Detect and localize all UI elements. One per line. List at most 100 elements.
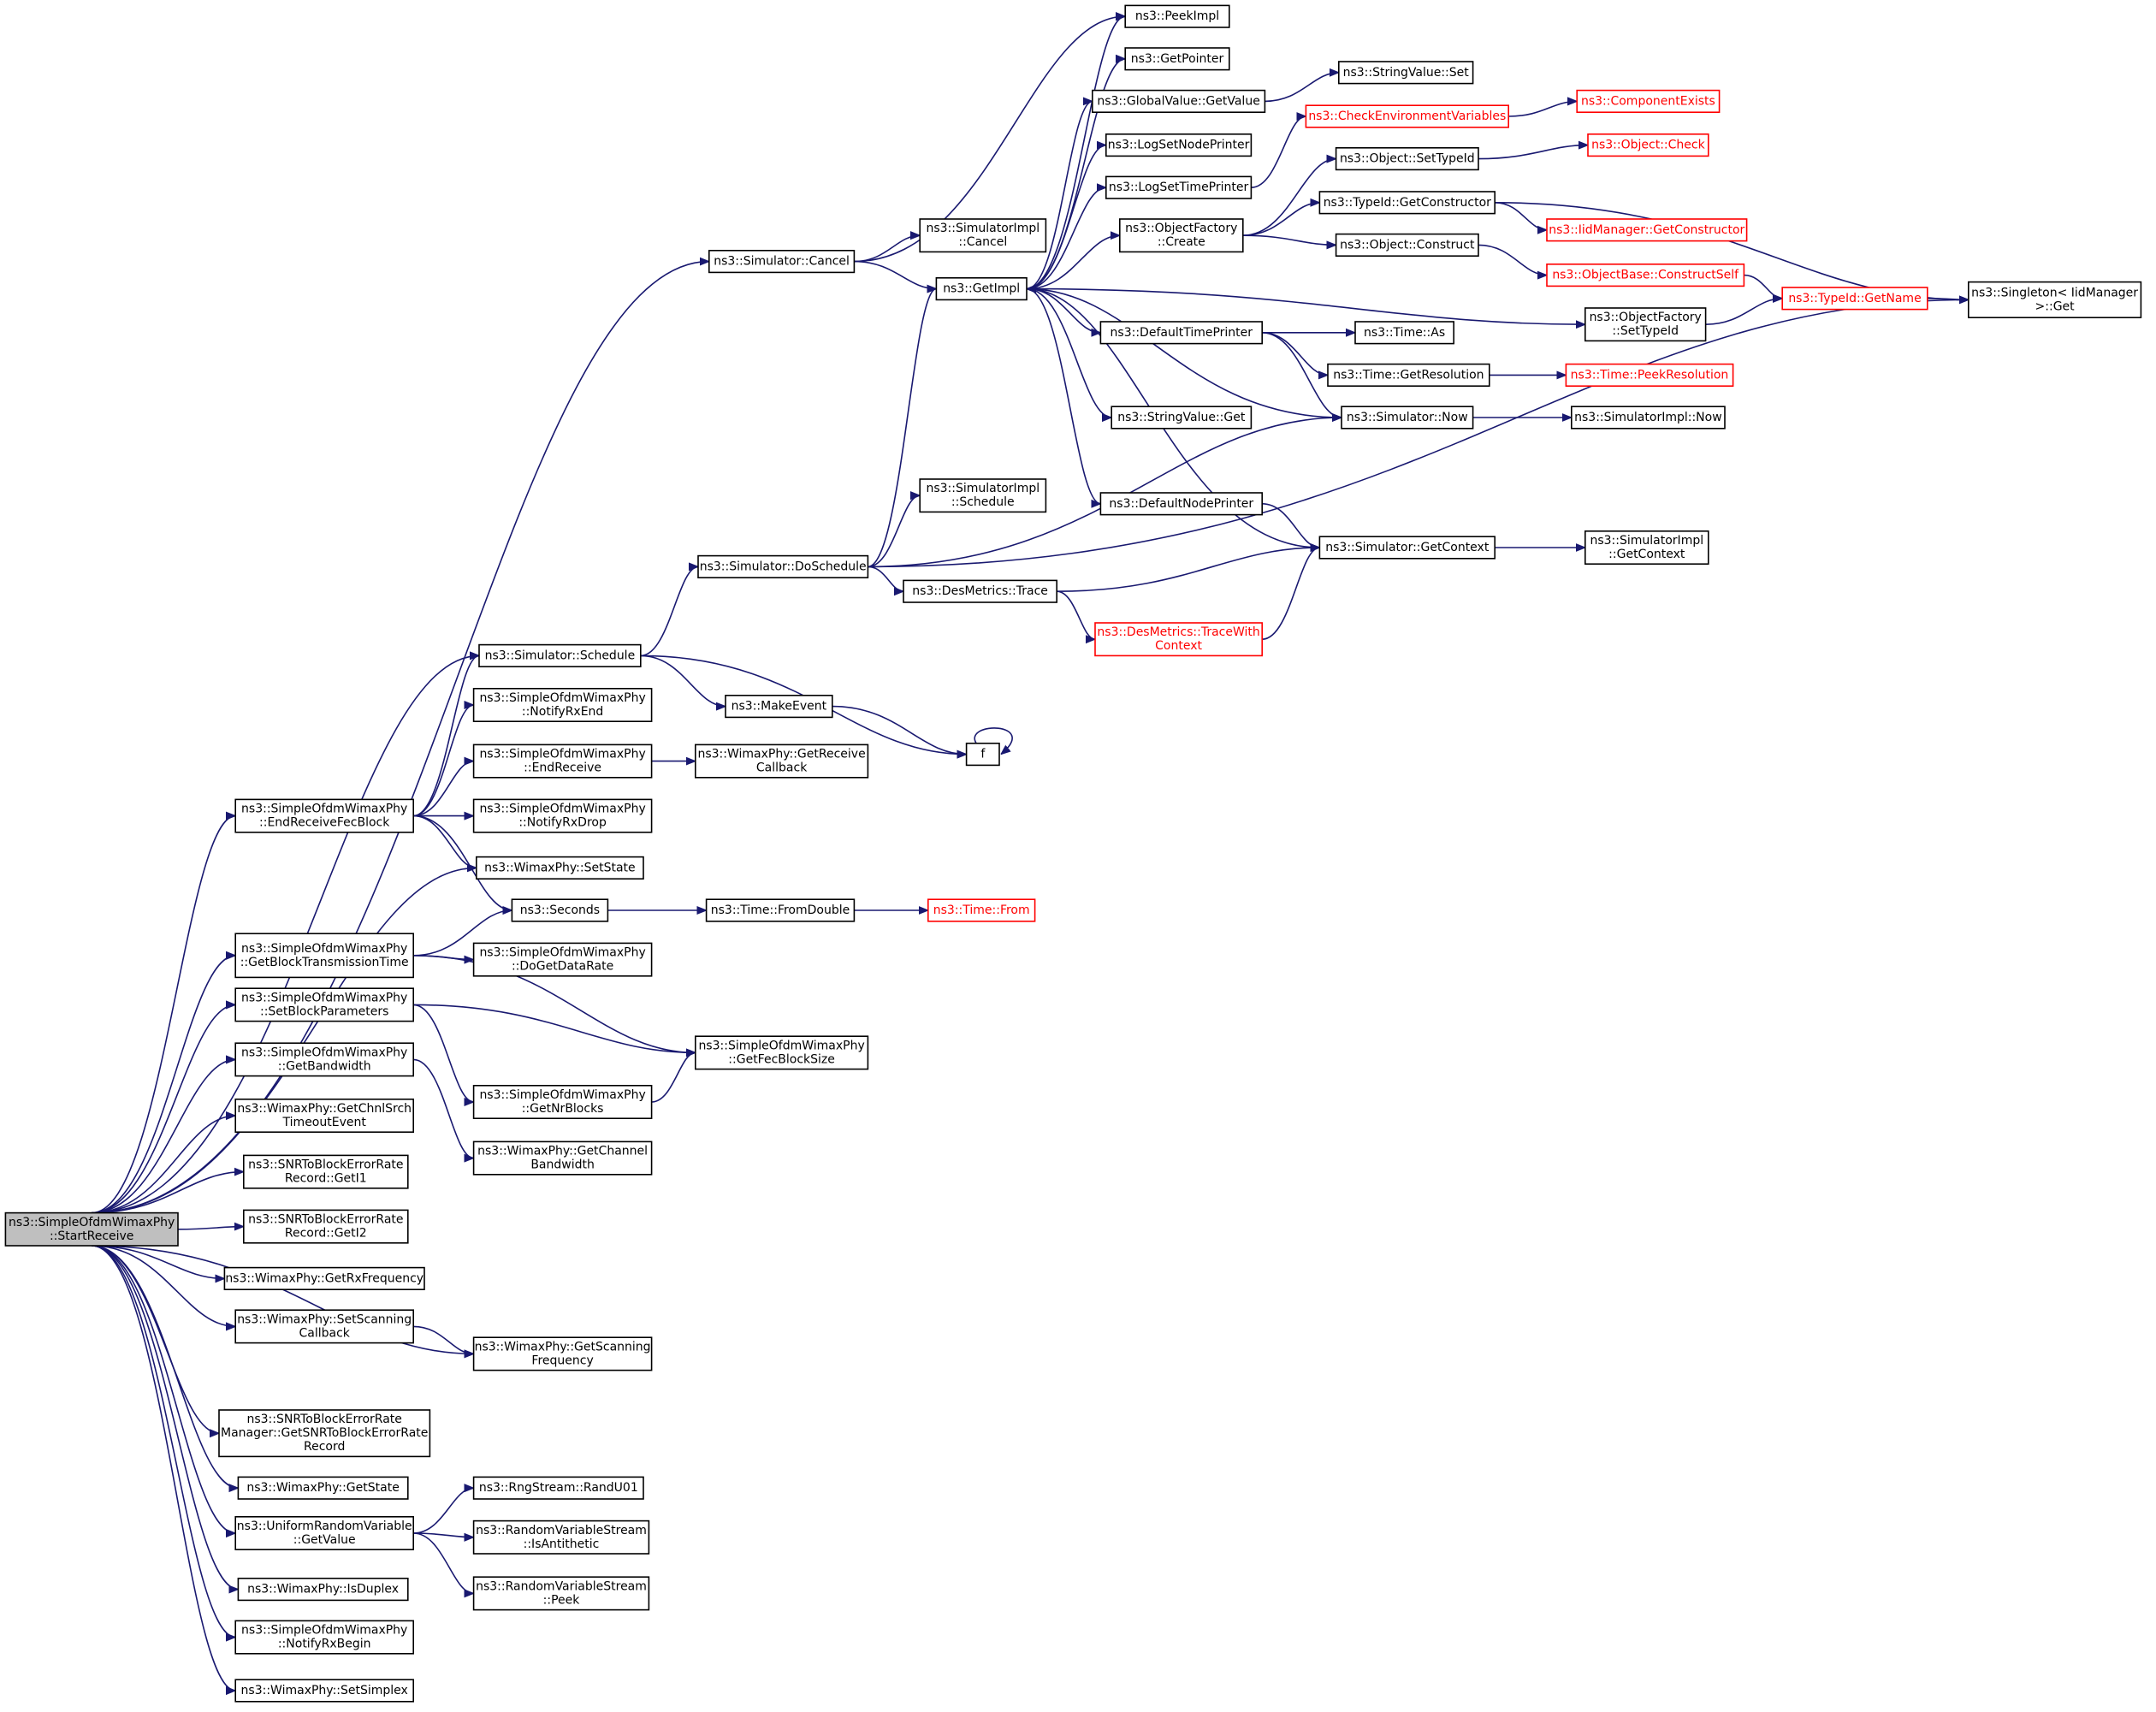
node-urvgetvalue[interactable]: ns3::UniformRandomVariable::GetValue xyxy=(234,1516,415,1551)
node-makeevent[interactable]: ns3::MakeEvent xyxy=(725,694,833,719)
node-dogetdatarate[interactable]: ns3::SimpleOfdmWimaxPhy::DoGetDataRate xyxy=(472,942,653,977)
node-rvspeek[interactable]: ns3::RandomVariableStream::Peek xyxy=(472,1576,650,1611)
node-simimplnow[interactable]: ns3::SimulatorImpl::Now xyxy=(1571,406,1726,429)
node-ofsettypeid[interactable]: ns3::ObjectFactory::SetTypeId xyxy=(1584,307,1707,342)
node-desmetricstrace[interactable]: ns3::DesMetrics::Trace xyxy=(903,579,1057,603)
node-f[interactable]: f xyxy=(965,742,1000,767)
edge-start-to-getchnlsrch xyxy=(92,1116,235,1214)
node-svget[interactable]: ns3::StringValue::Get xyxy=(1111,406,1253,429)
node-setstate[interactable]: ns3::WimaxPhy::SetState xyxy=(475,856,644,880)
node-randu01[interactable]: ns3::RngStream::RandU01 xyxy=(472,1476,644,1500)
node-timefrom[interactable]: ns3::Time::From xyxy=(927,898,1036,922)
node-iidgetctor[interactable]: ns3::IidManager::GetConstructor xyxy=(1546,218,1748,242)
node-label: ::SetTypeId xyxy=(1612,324,1679,338)
node-cancel[interactable]: ns3::Simulator::Cancel xyxy=(708,249,856,274)
node-schedule[interactable]: ns3::Simulator::Schedule xyxy=(478,643,642,667)
node-getrxfreq[interactable]: ns3::WimaxPhy::GetRxFrequency xyxy=(223,1266,425,1290)
node-timefromdouble[interactable]: ns3::Time::FromDouble xyxy=(705,898,856,922)
node-simimplschedule[interactable]: ns3::SimulatorImpl::Schedule xyxy=(919,478,1047,513)
node-label: ns3::SimpleOfdmWimaxPhy xyxy=(241,942,407,956)
node-objsettypeid[interactable]: ns3::Object::SetTypeId xyxy=(1335,147,1479,171)
node-seconds[interactable]: ns3::Seconds xyxy=(511,898,609,922)
node-setblockparams[interactable]: ns3::SimpleOfdmWimaxPhy::SetBlockParamet… xyxy=(234,987,415,1022)
node-objcheck[interactable]: ns3::Object::Check xyxy=(1587,133,1709,157)
node-endfec[interactable]: ns3::SimpleOfdmWimaxPhy::EndReceiveFecBl… xyxy=(234,798,415,833)
node-box xyxy=(234,1620,415,1655)
node-getbandwidth[interactable]: ns3::SimpleOfdmWimaxPhy::GetBandwidth xyxy=(234,1042,415,1077)
node-compexists[interactable]: ns3::ComponentExists xyxy=(1576,89,1721,113)
node-getstate[interactable]: ns3::WimaxPhy::GetState xyxy=(237,1476,409,1500)
node-ofcreate[interactable]: ns3::ObjectFactory::Create xyxy=(1119,218,1244,253)
node-box xyxy=(965,742,1000,767)
node-box xyxy=(1335,147,1479,171)
node-timepeekres[interactable]: ns3::Time::PeekResolution xyxy=(1565,363,1734,388)
node-timeas[interactable]: ns3::Time::As xyxy=(1354,321,1454,345)
edge-start-to-setblockparams xyxy=(92,1004,235,1214)
edge-desmetricstrace-to-simgetcontext xyxy=(1057,548,1319,592)
node-objconstruct[interactable]: ns3::Object::Construct xyxy=(1335,233,1479,258)
node-isantithetic[interactable]: ns3::RandomVariableStream::IsAntithetic xyxy=(472,1519,650,1555)
node-setsimplex[interactable]: ns3::WimaxPhy::SetSimplex xyxy=(234,1679,415,1703)
node-peekimpl[interactable]: ns3::PeekImpl xyxy=(1124,4,1230,28)
node-start[interactable]: ns3::SimpleOfdmWimaxPhy::StartReceive xyxy=(4,1211,179,1247)
node-doschedule[interactable]: ns3::Simulator::DoSchedule xyxy=(697,554,869,578)
node-notifyrxbegin[interactable]: ns3::SimpleOfdmWimaxPhy::NotifyRxBegin xyxy=(234,1620,415,1655)
node-getfecblocksize[interactable]: ns3::SimpleOfdmWimaxPhy::GetFecBlockSize xyxy=(694,1035,869,1070)
node-label: TimeoutEvent xyxy=(282,1116,367,1129)
node-simimplcancel[interactable]: ns3::SimulatorImpl::Cancel xyxy=(919,218,1047,253)
node-getblocktt[interactable]: ns3::SimpleOfdmWimaxPhy::GetBlockTransmi… xyxy=(234,933,415,979)
node-deftimeprinter[interactable]: ns3::DefaultTimePrinter xyxy=(1099,321,1264,345)
node-label: ns3::PeekImpl xyxy=(1135,9,1219,23)
node-gvgetvalue[interactable]: ns3::GlobalValue::GetValue xyxy=(1092,89,1266,113)
node-box xyxy=(472,1476,644,1500)
node-label: ns3::DesMetrics::Trace xyxy=(912,584,1048,598)
edge-objsettypeid-to-objcheck xyxy=(1478,145,1588,160)
node-isduplex[interactable]: ns3::WimaxPhy::IsDuplex xyxy=(237,1578,409,1602)
node-logsettime[interactable]: ns3::LogSetTimePrinter xyxy=(1105,175,1253,199)
node-tidgetctor[interactable]: ns3::TypeId::GetConstructor xyxy=(1318,191,1496,215)
node-logsetnode[interactable]: ns3::LogSetNodePrinter xyxy=(1105,133,1253,157)
node-singleton[interactable]: ns3::Singleton< IidManager>::Get xyxy=(1968,281,2142,319)
node-label: ::EndReceive xyxy=(524,761,601,775)
node-checkenv[interactable]: ns3::CheckEnvironmentVariables xyxy=(1305,104,1510,128)
node-getnrblocks[interactable]: ns3::SimpleOfdmWimaxPhy::GetNrBlocks xyxy=(472,1085,653,1120)
node-label: ns3::Object::SetTypeId xyxy=(1340,152,1475,166)
edge-getimpl-to-logsetnode xyxy=(1026,145,1106,290)
node-getsnrrecord[interactable]: ns3::SNRToBlockErrorRateManager::GetSNRT… xyxy=(218,1409,431,1458)
node-label: ns3::Time::From xyxy=(933,903,1030,917)
node-timegetres[interactable]: ns3::Time::GetResolution xyxy=(1327,363,1490,388)
node-endreceive[interactable]: ns3::SimpleOfdmWimaxPhy::EndReceive xyxy=(472,743,653,779)
node-label: ns3::DefaultNodePrinter xyxy=(1109,497,1253,511)
node-simimplgetcontext[interactable]: ns3::SimulatorImpl::GetContext xyxy=(1584,530,1709,565)
edge-logsettime-to-checkenv xyxy=(1251,116,1306,188)
node-label: ns3::TypeId::GetConstructor xyxy=(1324,196,1491,210)
node-box xyxy=(1781,287,1928,311)
node-box xyxy=(1327,363,1490,388)
node-label: ns3::SimpleOfdmWimaxPhy xyxy=(241,991,407,1004)
node-defnodeprinter[interactable]: ns3::DefaultNodePrinter xyxy=(1099,492,1264,516)
node-label: ns3::Time::GetResolution xyxy=(1333,368,1484,382)
node-svset[interactable]: ns3::StringValue::Set xyxy=(1338,61,1474,85)
node-notifyrxdrop[interactable]: ns3::SimpleOfdmWimaxPhy::NotifyRxDrop xyxy=(472,798,653,833)
node-getimpl[interactable]: ns3::GetImpl xyxy=(935,276,1028,301)
node-box xyxy=(1341,406,1474,429)
node-box xyxy=(237,1578,409,1602)
edge-start-to-isduplex xyxy=(92,1245,239,1590)
node-getpointer[interactable]: ns3::GetPointer xyxy=(1124,47,1230,71)
node-tidgetname[interactable]: ns3::TypeId::GetName xyxy=(1781,287,1928,311)
node-obconstructself[interactable]: ns3::ObjectBase::ConstructSelf xyxy=(1546,263,1745,287)
node-notifyrxend[interactable]: ns3::SimpleOfdmWimaxPhy::NotifyRxEnd xyxy=(472,687,653,722)
edge-getnrblocks-to-getfecblocksize xyxy=(651,1052,696,1103)
node-simgetcontext[interactable]: ns3::Simulator::GetContext xyxy=(1318,536,1496,560)
node-simnow[interactable]: ns3::Simulator::Now xyxy=(1341,406,1474,429)
node-label: ns3::SimpleOfdmWimaxPhy xyxy=(479,1088,645,1102)
